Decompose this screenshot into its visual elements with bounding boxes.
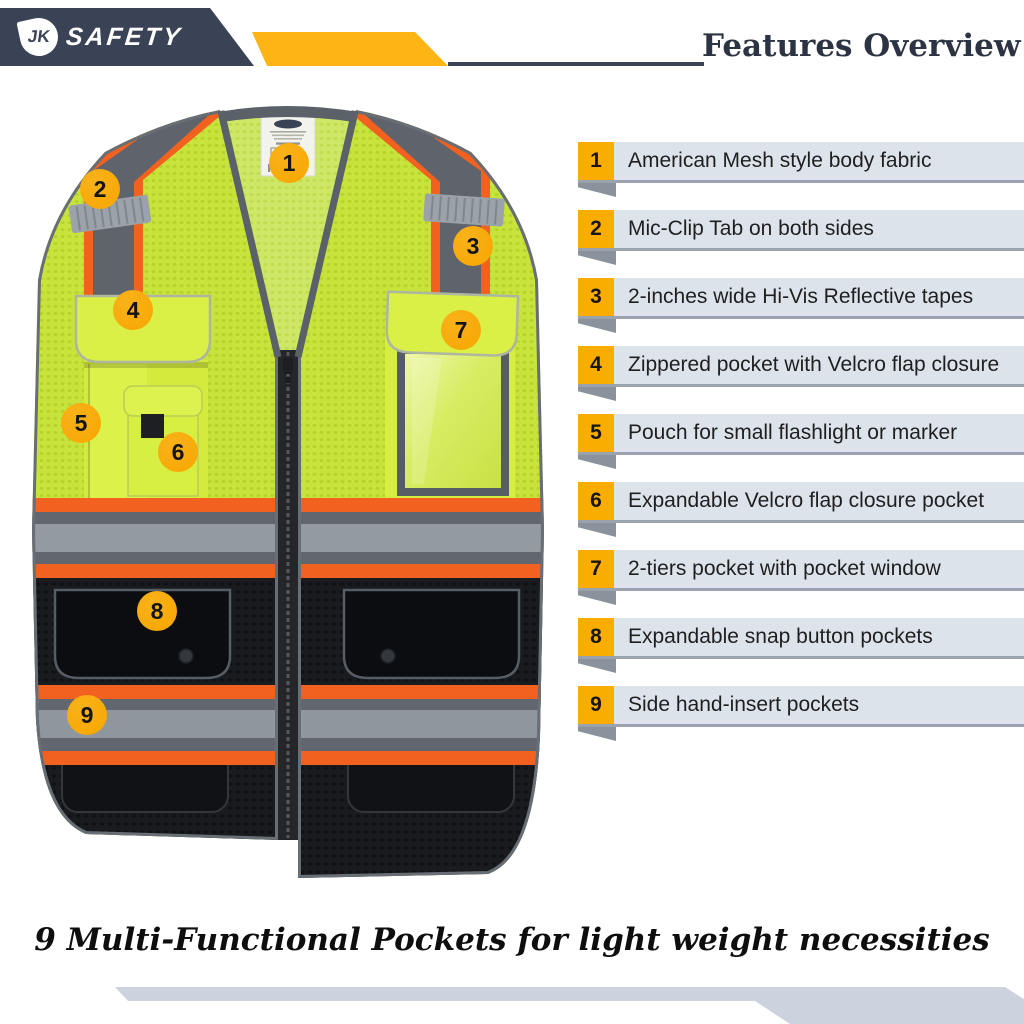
feature-number: 8 — [578, 618, 614, 656]
header-rule — [448, 62, 704, 66]
v-neck-trim-right — [294, 110, 359, 358]
feature-number: 5 — [578, 414, 614, 452]
collar — [218, 106, 358, 122]
feature-item: 9 Side hand-insert pockets — [578, 686, 1024, 754]
brand-name: SAFETY — [64, 22, 185, 51]
page-title: Features Overview — [702, 28, 1021, 64]
vest-right-panel — [298, 110, 544, 878]
feature-fold-icon — [578, 319, 616, 333]
window-pocket — [385, 290, 520, 498]
feature-callout-badge: 6 — [158, 432, 198, 472]
right-mic-clip-tab — [423, 193, 505, 227]
pocket-window — [405, 354, 501, 488]
brand-mark-text: JK — [26, 27, 52, 47]
feature-item: 3 2-inches wide Hi-Vis Reflective tapes — [578, 278, 1024, 346]
feature-callout-badge: 9 — [67, 695, 107, 735]
feature-label: American Mesh style body fabric — [628, 149, 932, 172]
feature-item: 5 Pouch for small flashlight or marker — [578, 414, 1024, 482]
feature-callout-badge: 7 — [441, 310, 481, 350]
caption: 9 Multi-Functional Pockets for light wei… — [34, 922, 990, 958]
header-accent-stripe — [252, 32, 448, 66]
right-snap-button — [380, 648, 396, 664]
velcro-tab — [141, 414, 164, 438]
feature-callout-badge: 1 — [269, 143, 309, 183]
feature-fold-icon — [578, 591, 616, 605]
feature-item: 4 Zippered pocket with Velcro flap closu… — [578, 346, 1024, 414]
feature-fold-icon — [578, 251, 616, 265]
feature-fold-icon — [578, 523, 616, 537]
left-snap-button — [178, 648, 194, 664]
feature-bar: 4 Zippered pocket with Velcro flap closu… — [578, 346, 1024, 387]
feature-number: 4 — [578, 346, 614, 384]
feature-list: 1 American Mesh style body fabric 2 Mic-… — [578, 142, 1024, 754]
feature-number: 1 — [578, 142, 614, 180]
feature-number: 7 — [578, 550, 614, 588]
feature-item: 2 Mic-Clip Tab on both sides — [578, 210, 1024, 278]
vest-illustration: 1 2 3 4 5 6 7 8 9 — [10, 100, 570, 910]
feature-item: 8 Expandable snap button pockets — [578, 618, 1024, 686]
feature-label: Zippered pocket with Velcro flap closure — [628, 353, 1000, 376]
feature-label: 2-inches wide Hi-Vis Reflective tapes — [628, 285, 974, 308]
right-shoulder-stripe-gray — [355, 110, 481, 298]
feature-number: 9 — [578, 686, 614, 724]
feature-item: 7 2-tiers pocket with pocket window — [578, 550, 1024, 618]
badge-layer: 1 2 3 4 5 6 7 8 9 — [10, 100, 570, 910]
left-shoulder-stripe-gray — [93, 110, 219, 298]
feature-callout-badge: 8 — [137, 591, 177, 631]
feature-label: Expandable Velcro flap closure pocket — [628, 489, 985, 512]
feature-label: Mic-Clip Tab on both sides — [628, 217, 874, 240]
feature-fold-icon — [578, 727, 616, 741]
v-neck-trim-left — [217, 110, 282, 358]
feature-bar: 6 Expandable Velcro flap closure pocket — [578, 482, 1024, 523]
vest-inner-back — [222, 112, 354, 358]
feature-bar: 9 Side hand-insert pockets — [578, 686, 1024, 727]
feature-label: Pouch for small flashlight or marker — [628, 421, 958, 444]
feature-bar: 8 Expandable snap button pockets — [578, 618, 1024, 659]
brand-logo: JK SAFETY — [16, 14, 240, 60]
feature-fold-icon — [578, 183, 616, 197]
feature-bar: 2 Mic-Clip Tab on both sides — [578, 210, 1024, 251]
feature-callout-badge: 2 — [80, 169, 120, 209]
feature-fold-icon — [578, 455, 616, 469]
feature-fold-icon — [578, 659, 616, 673]
feature-bar: 3 2-inches wide Hi-Vis Reflective tapes — [578, 278, 1024, 319]
feature-fold-icon — [578, 387, 616, 401]
feature-bar: 7 2-tiers pocket with pocket window — [578, 550, 1024, 591]
brand-mark-icon: JK — [16, 14, 62, 60]
zippered-pocket-flap — [74, 294, 212, 364]
feature-number: 2 — [578, 210, 614, 248]
feature-label: Side hand-insert pockets — [628, 693, 860, 716]
feature-callout-badge: 4 — [113, 290, 153, 330]
feature-callout-badge: 3 — [453, 226, 493, 266]
feature-item: 1 American Mesh style body fabric — [578, 142, 1024, 210]
feature-bar: 5 Pouch for small flashlight or marker — [578, 414, 1024, 455]
feature-bar: 1 American Mesh style body fabric — [578, 142, 1024, 183]
footer-ribbon — [115, 987, 1024, 1024]
feature-item: 6 Expandable Velcro flap closure pocket — [578, 482, 1024, 550]
feature-callout-badge: 5 — [61, 403, 101, 443]
feature-number: 6 — [578, 482, 614, 520]
feature-label: Expandable snap button pockets — [628, 625, 933, 648]
feature-label: 2-tiers pocket with pocket window — [628, 557, 941, 580]
feature-number: 3 — [578, 278, 614, 316]
